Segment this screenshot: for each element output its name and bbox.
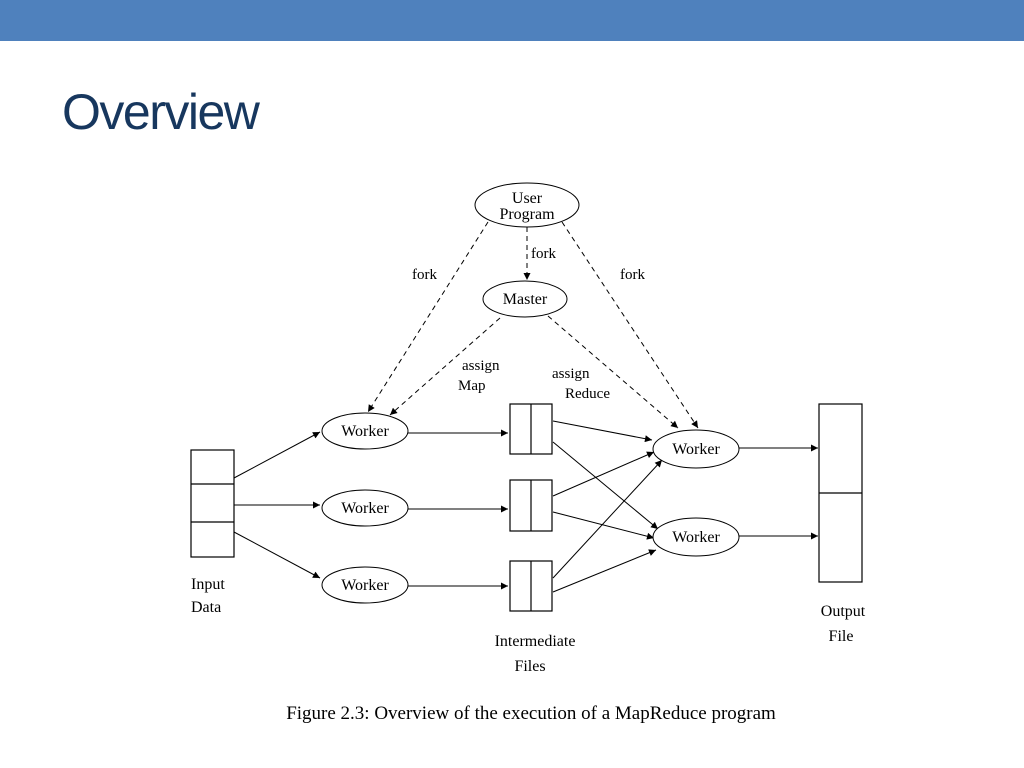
reduce-worker-1-label: Worker	[672, 441, 720, 458]
data-edges	[233, 420, 818, 593]
assign-reduce-label-line-1: assign	[552, 366, 590, 382]
input-data-label-line-1: Input	[191, 576, 225, 593]
output-file-label-line-2: File	[829, 628, 854, 645]
fork-label-center: fork	[531, 246, 556, 262]
file-3-to-reduce-2	[552, 549, 657, 593]
map-worker-3: Worker	[321, 566, 409, 604]
map-worker-2: Worker	[321, 489, 409, 527]
map-worker-3-label: Worker	[341, 577, 389, 594]
user-program-label-line-1: User	[512, 190, 543, 207]
file-2-to-reduce-2	[552, 511, 655, 540]
fork-label-right: fork	[620, 267, 645, 283]
intermediate-files-label-line-2: Files	[514, 658, 545, 675]
slide-header-bar	[0, 0, 1024, 41]
reduce-worker-2: Worker	[652, 517, 740, 557]
file-3-to-reduce-1	[552, 459, 663, 579]
fork-edge-left	[367, 221, 489, 413]
assign-map-label-line-2: Map	[458, 378, 486, 394]
file-1-to-reduce-2	[552, 441, 659, 530]
input-data-node	[190, 449, 235, 558]
fork-label-left: fork	[412, 267, 437, 283]
assign-map-label-line-1: assign	[462, 358, 500, 374]
intermediate-files-label-line-1: Intermediate	[495, 633, 576, 650]
slide-title: Overview	[62, 84, 260, 140]
user-program-label-line-2: Program	[499, 206, 555, 223]
control-edges	[367, 221, 699, 429]
intermediate-files-node	[509, 403, 553, 612]
map-worker-1: Worker	[321, 412, 409, 450]
assign-map-edge	[389, 317, 501, 416]
output-file-node	[818, 403, 863, 583]
map-worker-2-label: Worker	[341, 500, 389, 517]
master-node: Master	[482, 280, 568, 318]
input-to-map-1	[233, 431, 321, 479]
master-label: Master	[503, 291, 548, 308]
figure-caption: Figure 2.3: Overview of the execution of…	[286, 703, 776, 724]
map-worker-1-label: Worker	[341, 423, 389, 440]
reduce-worker-1: Worker	[652, 429, 740, 469]
reduce-worker-2-label: Worker	[672, 529, 720, 546]
file-2-to-reduce-1	[552, 451, 655, 497]
assign-reduce-edge	[547, 315, 679, 429]
input-to-map-3	[233, 531, 321, 579]
assign-reduce-label-line-2: Reduce	[565, 386, 610, 402]
file-1-to-reduce-1	[552, 420, 653, 443]
user-program-node: User Program	[474, 182, 580, 228]
input-data-label-line-2: Data	[191, 599, 221, 616]
output-file-label-line-1: Output	[821, 603, 866, 620]
